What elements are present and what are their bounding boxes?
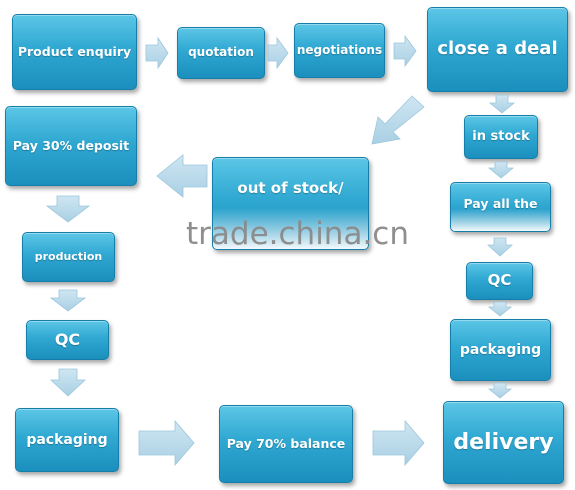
arrow-down-icon [487,382,513,399]
step-label: Pay all the [463,196,538,211]
arrow-diagonal-icon [371,95,425,145]
step-label: Pay 70% balance [226,435,346,451]
step-label: in stock [472,128,530,144]
arrow-down-icon [49,289,87,312]
arrow-right-icon [267,36,289,70]
step-product-enquiry: Product enquiry [12,14,137,90]
arrow-down-icon [45,195,91,223]
step-label: Pay 30% deposit [12,137,130,153]
arrow-down-icon [49,368,87,397]
arrow-down-icon [488,94,516,114]
step-label: quotation [188,45,254,60]
step-label: close a deal [437,38,558,60]
step-label: QC [487,271,512,290]
arrow-down-icon [487,301,513,317]
step-qc-right: QC [466,262,533,300]
arrow-left-icon [156,154,208,198]
arrow-right-icon [393,34,417,68]
step-label: QC [54,329,81,349]
step-label: delivery [453,429,554,455]
arrow-down-icon [486,237,514,257]
step-pay-all: Pay all the [450,182,551,232]
step-packaging-left: packaging [15,408,119,472]
step-label: packaging [26,431,108,448]
step-production: production [22,232,115,282]
arrow-right-icon [372,419,425,467]
step-label: Product enquiry [17,43,132,59]
step-pay-deposit: Pay 30% deposit [5,106,137,186]
step-negotiations: negotiations [294,23,385,78]
step-label: production [34,249,103,263]
step-label: negotiations [296,42,383,57]
step-packaging-right: packaging [450,319,551,381]
step-quotation: quotation [177,27,265,79]
step-close-a-deal: close a deal [427,7,568,92]
step-in-stock: in stock [464,115,538,159]
step-delivery: delivery [443,401,564,484]
step-qc-left: QC [26,320,109,360]
step-label: out of stock/ [237,179,344,197]
watermark: trade.china.cn [186,216,409,252]
arrow-right-icon [138,419,195,467]
step-label: packaging [459,341,542,358]
step-out-of-stock: out of stock/ [212,157,369,250]
arrow-down-icon [487,161,515,179]
arrow-right-icon [145,36,169,70]
step-pay-balance: Pay 70% balance [219,405,353,483]
